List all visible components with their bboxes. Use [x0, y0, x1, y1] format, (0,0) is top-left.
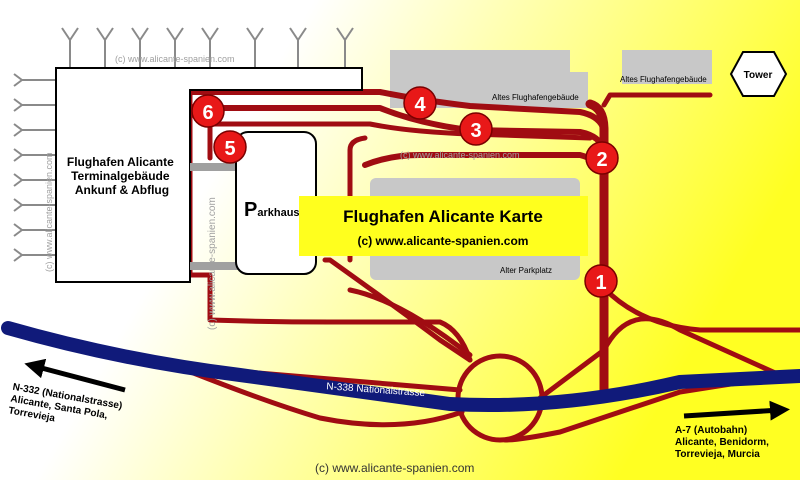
- old-building-label-1: Altes Flughafengebäude: [492, 93, 579, 102]
- terminal-line-3: Ankunf & Abflug: [75, 183, 169, 197]
- marker-4[interactable]: 4: [403, 86, 437, 120]
- west-arrow-icon: [24, 358, 126, 393]
- east-direction-label: A-7 (Autobahn) Alicante, Benidorm, Torre…: [675, 425, 769, 460]
- old-airport-building-1: [390, 50, 588, 108]
- gate-stands: [13, 27, 354, 262]
- walkway-lower: [190, 262, 238, 270]
- tower-building: [729, 51, 788, 97]
- marker-3[interactable]: 3: [459, 112, 493, 146]
- marker-4-number: 4: [414, 94, 426, 116]
- marker-5-number: 5: [224, 138, 235, 160]
- marker-1[interactable]: 1: [584, 264, 618, 298]
- marker-1-number: 1: [595, 272, 606, 294]
- title-banner: [299, 196, 588, 256]
- n338-highway: [1, 321, 800, 413]
- parkhaus-rest: arkhaus: [257, 207, 299, 219]
- watermark-top: (c) www.alicante-spanien.com: [115, 54, 235, 64]
- markers: 1 2 3 4 5 6: [191, 86, 619, 298]
- old-airport-building-2: [622, 50, 712, 84]
- old-parking-label: Alter Parkplatz: [500, 266, 552, 275]
- banner-title: Flughafen Alicante Karte: [343, 207, 543, 226]
- terminal-line-2: Terminalgebäude: [71, 169, 170, 183]
- marker-2[interactable]: 2: [585, 141, 619, 175]
- east-line-3: Torrevieja, Murcia: [675, 449, 760, 460]
- terminal-building: [55, 67, 363, 283]
- east-line-2: Alicante, Benidorm,: [675, 437, 769, 448]
- marker-6-number: 6: [202, 102, 213, 124]
- svg-text:Flughafen Alicante Termina: Flughafen Alicante Terminalgebäude Ankun…: [67, 155, 177, 197]
- tower-label: Tower: [744, 70, 773, 81]
- watermark-vertical-left: (c) www.alicante-spanien.com: [44, 152, 54, 272]
- old-building-label-2: Altes Flughafengebäude: [620, 75, 707, 84]
- watermark-vertical-center: (c) www.alicante-spanien.com: [207, 197, 218, 330]
- marker-3-number: 3: [470, 120, 481, 142]
- marker-6[interactable]: 6: [191, 94, 225, 128]
- watermark-bottom: (c) www.alicante-spanien.com: [315, 461, 474, 475]
- parkhaus-letter: P: [244, 199, 257, 221]
- watermark-middle: (c) www.alicante-spanien.com: [400, 150, 520, 160]
- terminal-line-1: Flughafen Alicante: [67, 155, 174, 169]
- marker-2-number: 2: [596, 149, 607, 171]
- road-network: [173, 89, 800, 443]
- parkhaus-label: Parkhaus: [244, 199, 300, 221]
- banner-subtitle: (c) www.alicante-spanien.com: [358, 234, 529, 248]
- walkway-upper: [190, 163, 238, 171]
- east-arrow-icon: [683, 400, 790, 421]
- east-line-1: A-7 (Autobahn): [675, 425, 747, 436]
- marker-5[interactable]: 5: [213, 130, 247, 164]
